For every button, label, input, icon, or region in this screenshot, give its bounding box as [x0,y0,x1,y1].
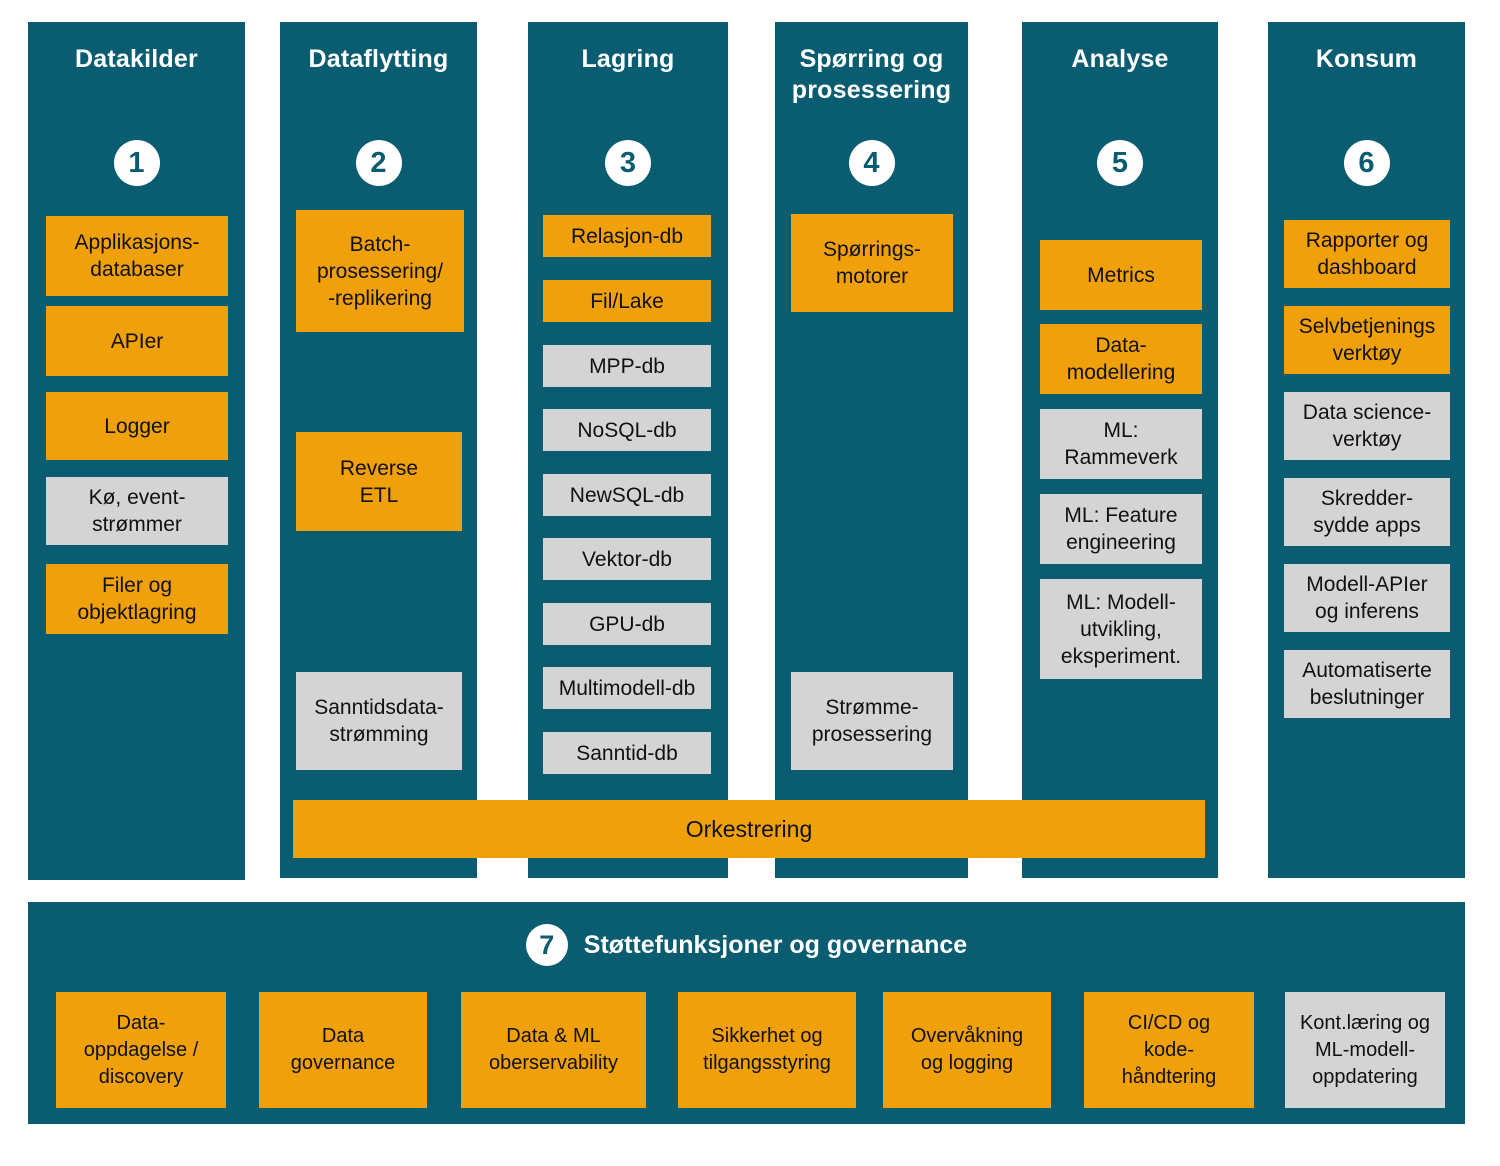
support-band: 7 Støttefunksjoner og governance Data- o… [28,902,1465,1124]
item-box[interactable]: Rapporter og dashboard [1284,220,1450,288]
column-title-sporring: Spørring og prosessering [791,45,952,104]
item-box[interactable]: MPP-db [543,345,711,387]
item-box[interactable]: Skredder- sydde apps [1284,478,1450,546]
column-analyse: Analyse 5 Metrics Data- modellering ML: … [1022,22,1218,878]
column-badge-2: 2 [355,140,402,186]
item-box[interactable]: Batch- prosessering/ -replikering [296,210,464,332]
item-box[interactable]: GPU-db [543,603,711,645]
item-box[interactable]: NewSQL-db [543,474,711,516]
column-title-analyse: Analyse [1071,45,1169,73]
column-title-konsum: Konsum [1315,45,1418,73]
item-box[interactable]: Applikasjons- databaser [46,216,228,296]
column-title-dataflytting: Dataflytting [308,45,449,73]
column-badge-3: 3 [605,140,651,186]
item-box[interactable]: Spørrings- motorer [791,214,953,312]
column-sporring-og-prosessering: Spørring og prosessering 4 Spørrings- mo… [775,22,968,878]
orchestration-bar[interactable]: Orkestrering [293,800,1205,858]
column-dataflytting: Dataflytting 2 Batch- prosessering/ -rep… [280,22,477,878]
item-box[interactable]: Data- modellering [1040,324,1202,394]
column-konsum: Konsum 6 Rapporter og dashboard Selvbetj… [1268,22,1465,878]
support-band-title: Støttefunksjoner og governance [583,931,968,959]
column-badge-5: 5 [1097,140,1143,186]
column-badge-1: 1 [113,140,160,186]
item-box[interactable]: Logger [46,392,228,460]
support-box[interactable]: Data governance [259,992,427,1108]
item-box[interactable]: Modell-APIer og inferens [1284,564,1450,632]
column-badge-6: 6 [1343,140,1390,186]
item-box[interactable]: Filer og objektlagring [46,564,228,634]
item-box[interactable]: Multimodell-db [543,667,711,709]
item-box[interactable]: Metrics [1040,240,1202,310]
column-title-lagring: Lagring [581,45,675,73]
column-badge-4: 4 [848,140,895,186]
support-box[interactable]: CI/CD og kode- håndtering [1084,992,1254,1108]
item-box[interactable]: Vektor-db [543,538,711,580]
item-box[interactable]: NoSQL-db [543,409,711,451]
column-datakilder: Datakilder 1 Applikasjons- databaser API… [28,22,245,880]
support-box[interactable]: Data & ML oberservability [461,992,646,1108]
item-box[interactable]: ML: Feature engineering [1040,494,1202,564]
item-box[interactable]: Strømme- prosessering [791,672,953,770]
item-box[interactable]: ML: Rammeverk [1040,409,1202,479]
item-box[interactable]: Data science- verktøy [1284,392,1450,460]
item-box[interactable]: ML: Modell- utvikling, eksperiment. [1040,579,1202,679]
item-box[interactable]: Relasjon-db [543,215,711,257]
item-box[interactable]: APIer [46,306,228,376]
item-box[interactable]: Reverse ETL [296,432,462,531]
item-box[interactable]: Sanntidsdata- strømming [296,672,462,770]
support-badge-7: 7 [525,924,568,966]
support-box[interactable]: Data- oppdagelse / discovery [56,992,226,1108]
support-box[interactable]: Sikkerhet og tilgangsstyring [678,992,856,1108]
support-band-header: 7 Støttefunksjoner og governance [28,924,1465,966]
column-lagring: Lagring 3 Relasjon-db Fil/Lake MPP-db No… [528,22,728,878]
support-box[interactable]: Kont.læring og ML-modell- oppdatering [1285,992,1445,1108]
item-box[interactable]: Fil/Lake [543,280,711,322]
column-title-datakilder: Datakilder [75,45,198,73]
item-box[interactable]: Automatiserte beslutninger [1284,650,1450,718]
support-box[interactable]: Overvåkning og logging [883,992,1051,1108]
orchestration-label: Orkestrering [685,815,813,842]
item-box[interactable]: Selvbetjenings verktøy [1284,306,1450,374]
item-box[interactable]: Kø, event- strømmer [46,477,228,545]
item-box[interactable]: Sanntid-db [543,732,711,774]
